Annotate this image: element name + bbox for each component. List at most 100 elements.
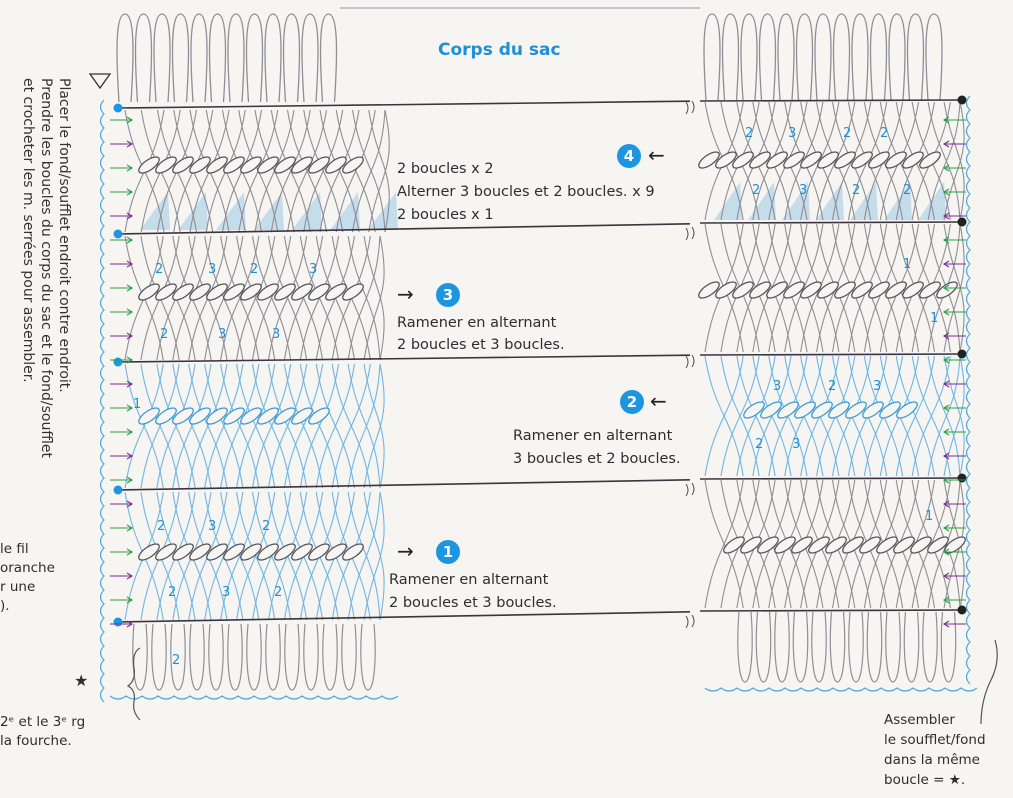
loop-count: 2 bbox=[274, 585, 282, 600]
top-loops-right bbox=[704, 14, 942, 100]
rod-end-dot bbox=[114, 358, 123, 367]
assemble-note-1: Assembler bbox=[884, 711, 955, 730]
step-1-line-1: Ramener en alternant bbox=[389, 571, 548, 590]
loop-count: 2 bbox=[745, 126, 753, 141]
side-arrow bbox=[110, 477, 132, 483]
loop-strand bbox=[928, 356, 960, 476]
top-loop bbox=[136, 14, 152, 102]
margin-note-2: oranche bbox=[0, 559, 55, 578]
top-loop bbox=[760, 14, 776, 100]
rod-end-dot bbox=[958, 350, 967, 359]
top-loops-left bbox=[117, 14, 337, 102]
loop-count: 2 bbox=[843, 126, 851, 141]
rod-end-dot bbox=[114, 104, 123, 113]
assemble-note-4: boucle = ★. bbox=[884, 771, 965, 790]
loop-count: 2 bbox=[155, 262, 163, 277]
bottom-loop bbox=[886, 612, 900, 682]
side-arrow bbox=[110, 309, 132, 315]
side-instruction-2: Prendre les boucles du corps du sac et l… bbox=[36, 78, 55, 458]
top-loop bbox=[228, 14, 244, 102]
loop-count: 1 bbox=[133, 397, 141, 412]
side-arrow bbox=[110, 117, 132, 123]
step-2-line-2: 3 boucles et 2 boucles. bbox=[513, 450, 681, 469]
top-loop bbox=[871, 14, 887, 100]
loop-count: 3 bbox=[792, 437, 800, 452]
loop-count: 2 bbox=[880, 126, 888, 141]
loop-strand bbox=[928, 356, 960, 476]
star-marker: ★ bbox=[74, 671, 88, 690]
loop-count: 3 bbox=[788, 126, 796, 141]
step-3-arrow: → bbox=[397, 282, 414, 306]
loop-count: 2 bbox=[250, 262, 258, 277]
side-arrow bbox=[944, 597, 966, 603]
bottom-loop bbox=[247, 624, 261, 690]
bottom-loop bbox=[342, 624, 356, 690]
bottom-loop bbox=[190, 624, 204, 690]
top-loop bbox=[797, 14, 813, 100]
top-loop bbox=[908, 14, 924, 100]
step-2-line-1: Ramener en alternant bbox=[513, 427, 672, 446]
rod-break bbox=[686, 101, 694, 114]
margin-note-1: le fil bbox=[0, 540, 29, 559]
rod-end-dot bbox=[958, 218, 967, 227]
bottom-loop bbox=[228, 624, 242, 690]
loop-count: 2 bbox=[903, 183, 911, 198]
rod-end-dot bbox=[114, 486, 123, 495]
step-4-line-1: 2 boucles x 2 bbox=[397, 160, 494, 179]
top-loop bbox=[117, 14, 133, 102]
rod-end-dot bbox=[958, 606, 967, 615]
rod bbox=[700, 610, 962, 611]
step-3-badge: 3 bbox=[436, 283, 460, 307]
assemble-note-3: dans la même bbox=[884, 751, 980, 770]
top-loop bbox=[247, 14, 263, 102]
chain-edge bbox=[967, 96, 971, 684]
loop-count: 3 bbox=[272, 327, 280, 342]
top-loop bbox=[723, 14, 739, 100]
loop-count: 3 bbox=[309, 262, 317, 277]
side-arrow bbox=[110, 333, 132, 339]
bottom-loop bbox=[793, 612, 807, 682]
side-instruction-1: Placer le fond/soufflet endroit contre e… bbox=[54, 78, 73, 393]
margin-note-3: r une bbox=[0, 578, 35, 597]
bottom-loop bbox=[867, 612, 881, 682]
loop-count: 2 bbox=[172, 653, 180, 668]
loop-count: 2 bbox=[168, 585, 176, 600]
bottom-loop bbox=[361, 624, 375, 690]
side-arrow bbox=[944, 381, 966, 387]
rod bbox=[700, 354, 962, 355]
rod bbox=[700, 478, 962, 479]
step-3-line-1: Ramener en alternant bbox=[397, 314, 556, 333]
bottom-loop bbox=[285, 624, 299, 690]
side-instruction-3: et crocheter les m. serrées pour assembl… bbox=[18, 78, 37, 383]
bottom-loops bbox=[133, 612, 956, 690]
bottom-loop bbox=[830, 612, 844, 682]
loop-count: 3 bbox=[773, 379, 781, 394]
side-arrow bbox=[944, 501, 966, 507]
loop-count: 2 bbox=[752, 183, 760, 198]
loop-strand bbox=[348, 364, 380, 488]
step-1-arrow: → bbox=[397, 539, 414, 563]
bottom-loop bbox=[738, 612, 752, 682]
top-loop bbox=[778, 14, 794, 100]
top-loop bbox=[210, 14, 226, 102]
bottom-loop bbox=[849, 612, 863, 682]
top-loop bbox=[321, 14, 337, 102]
side-arrow bbox=[110, 501, 132, 507]
loop-count: 3 bbox=[208, 262, 216, 277]
chain-edge bbox=[110, 696, 398, 699]
rod-end-dot bbox=[114, 618, 123, 627]
top-loop bbox=[741, 14, 757, 100]
rod bbox=[118, 612, 690, 622]
bottom-loop bbox=[133, 624, 147, 690]
loop-count: 1 bbox=[925, 509, 933, 524]
left-brace bbox=[128, 648, 140, 720]
top-loop bbox=[265, 14, 281, 102]
side-arrow bbox=[110, 141, 132, 147]
bottom-loop bbox=[323, 624, 337, 690]
side-arrow bbox=[110, 453, 132, 459]
top-loop bbox=[852, 14, 868, 100]
top-loop bbox=[704, 14, 720, 100]
row-note-1: 2ᵉ et le 3ᵉ rg bbox=[0, 713, 85, 732]
rod bbox=[700, 222, 962, 223]
